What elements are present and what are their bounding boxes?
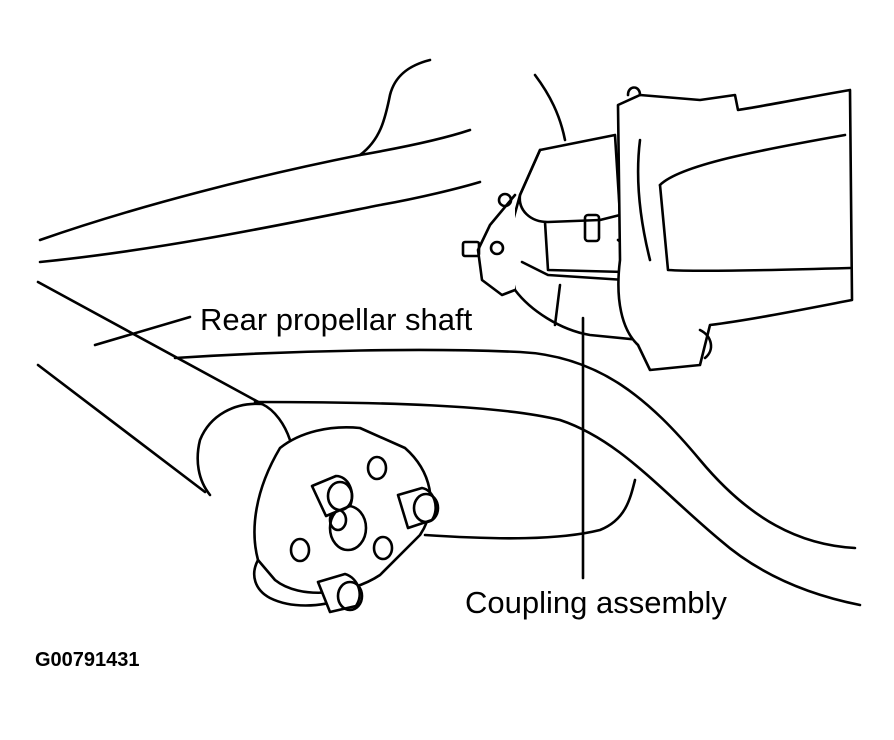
body-panel: [38, 58, 567, 264]
coupling-assembly-label: Coupling assembly: [465, 585, 727, 620]
shaft-flange: [253, 426, 440, 614]
leader-lines: [93, 315, 585, 580]
figure-id: G00791431: [35, 649, 140, 671]
underbody-lines: [173, 348, 862, 607]
rear-propellar-shaft-label: Rear propellar shaft: [200, 302, 473, 337]
coupling-housing: [461, 86, 854, 372]
propellar-shaft: [36, 280, 292, 497]
